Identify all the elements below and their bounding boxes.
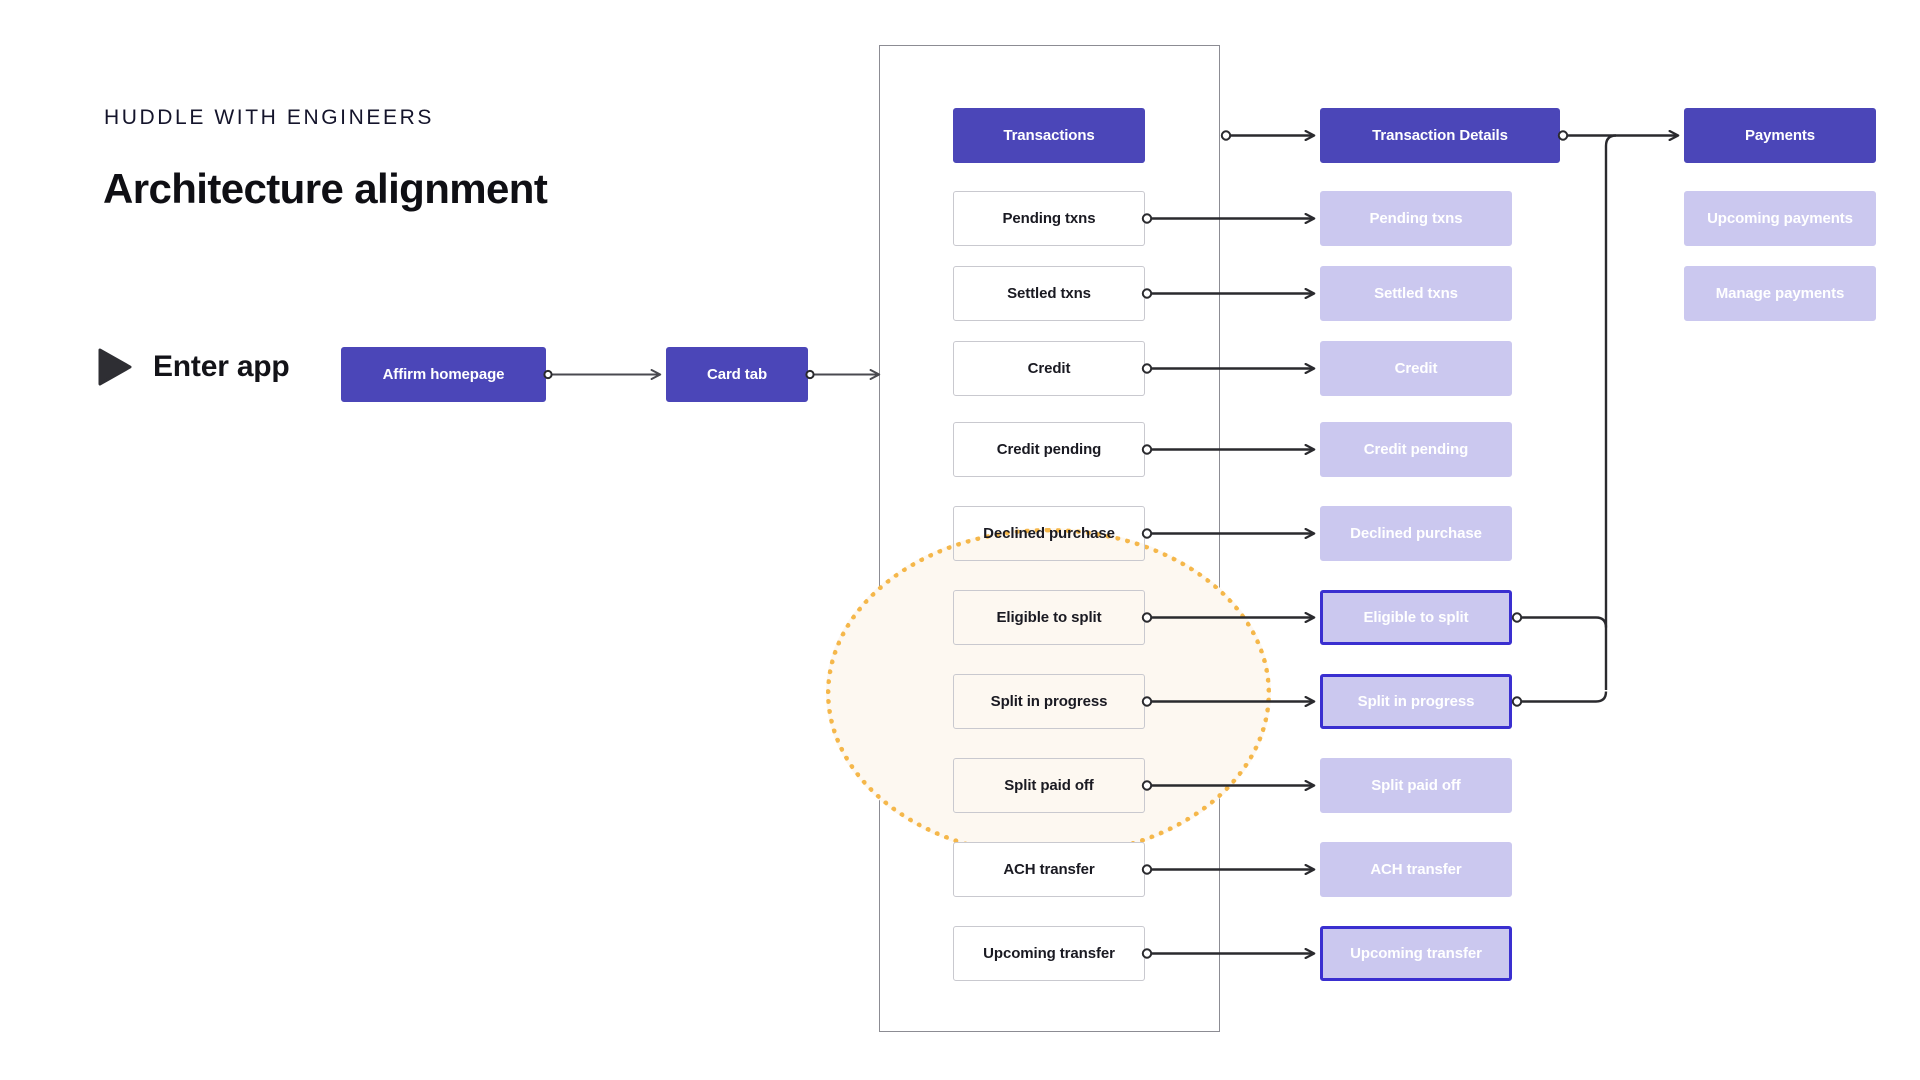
node-col1-settled-txns[interactable]: Settled txns [953, 266, 1145, 321]
node-col2-declined-purchase[interactable]: Declined purchase [1320, 506, 1512, 561]
page-title: Architecture alignment [103, 165, 548, 212]
node-label: Settled txns [1007, 284, 1091, 302]
edge-split-rows-trunk [1511, 134, 1617, 707]
eyebrow-label: HUDDLE WITH ENGINEERS [104, 106, 434, 129]
node-label: Split in progress [1357, 692, 1475, 710]
node-transactions-header[interactable]: Transactions [953, 108, 1145, 163]
node-label: Transactions [1003, 126, 1095, 144]
node-label: Credit [1394, 359, 1438, 377]
node-col2-split-paid-off[interactable]: Split paid off [1320, 758, 1512, 813]
enter-app-label: Enter app [153, 350, 290, 383]
node-label: Eligible to split [1363, 608, 1469, 626]
node-label: Split paid off [1371, 776, 1461, 794]
node-col2-settled-txns[interactable]: Settled txns [1320, 266, 1512, 321]
node-col3-manage-payments[interactable]: Manage payments [1684, 266, 1876, 321]
node-label: Pending txns [1002, 209, 1096, 227]
node-label: ACH transfer [1003, 860, 1095, 878]
node-col1-split-in-progress[interactable]: Split in progress [953, 674, 1145, 729]
node-label: Affirm homepage [382, 365, 505, 383]
node-label: Upcoming transfer [983, 944, 1115, 962]
node-col2-credit[interactable]: Credit [1320, 341, 1512, 396]
node-col2-eligible-to-split[interactable]: Eligible to split [1320, 590, 1512, 645]
node-label: Declined purchase [983, 524, 1115, 542]
node-col1-upcoming-transfer[interactable]: Upcoming transfer [953, 926, 1145, 981]
node-col3-upcoming-payments[interactable]: Upcoming payments [1684, 191, 1876, 246]
play-triangle-icon [98, 348, 132, 391]
node-payments-header[interactable]: Payments [1684, 108, 1876, 163]
node-label: Settled txns [1374, 284, 1458, 302]
node-label: Card tab [706, 365, 768, 383]
node-col2-credit-pending[interactable]: Credit pending [1320, 422, 1512, 477]
node-col1-pending-txns[interactable]: Pending txns [953, 191, 1145, 246]
node-label: Credit [1027, 359, 1071, 377]
node-col1-credit[interactable]: Credit [953, 341, 1145, 396]
node-label: Transaction Details [1372, 126, 1508, 144]
node-affirm-homepage[interactable]: Affirm homepage [341, 347, 546, 402]
node-label: Pending txns [1369, 209, 1463, 227]
node-col1-eligible-to-split[interactable]: Eligible to split [953, 590, 1145, 645]
node-col2-pending-txns[interactable]: Pending txns [1320, 191, 1512, 246]
node-label: Manage payments [1715, 284, 1845, 302]
node-col2-split-in-progress[interactable]: Split in progress [1320, 674, 1512, 729]
node-label: Split paid off [1004, 776, 1094, 794]
node-col2-upcoming-transfer[interactable]: Upcoming transfer [1320, 926, 1512, 981]
node-label: Upcoming transfer [1350, 944, 1482, 962]
node-col2-ach-transfer[interactable]: ACH transfer [1320, 842, 1512, 897]
node-label: ACH transfer [1370, 860, 1462, 878]
node-col1-ach-transfer[interactable]: ACH transfer [953, 842, 1145, 897]
edge-transactions-to-details [1220, 131, 1314, 139]
node-label: Payments [1744, 126, 1816, 144]
node-label: Eligible to split [996, 608, 1102, 626]
transactions-group-frame [879, 45, 1220, 1032]
node-label: Declined purchase [1350, 524, 1482, 542]
edge-details-to-payments [1557, 131, 1678, 139]
node-col1-split-paid-off[interactable]: Split paid off [953, 758, 1145, 813]
edge-cardtab-to-group [805, 369, 881, 380]
node-transaction-details-header[interactable]: Transaction Details [1320, 108, 1560, 163]
edge-homepage-to-cardtab [543, 369, 662, 380]
node-label: Split in progress [990, 692, 1108, 710]
node-label: Credit pending [996, 440, 1102, 458]
node-col1-credit-pending[interactable]: Credit pending [953, 422, 1145, 477]
node-label: Credit pending [1363, 440, 1469, 458]
node-label: Upcoming payments [1707, 209, 1853, 227]
node-col1-declined-purchase[interactable]: Declined purchase [953, 506, 1145, 561]
node-card-tab[interactable]: Card tab [666, 347, 808, 402]
